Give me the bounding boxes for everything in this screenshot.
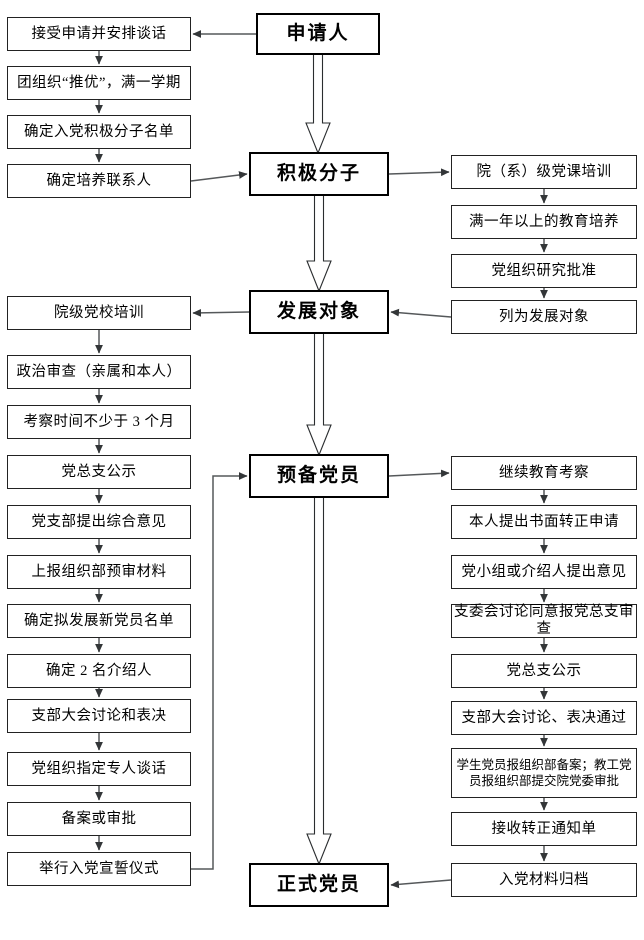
left-node-l1[interactable]: 接受申请并安排谈话 bbox=[7, 17, 191, 51]
right-node-r6-label: 本人提出书面转正申请 bbox=[469, 513, 619, 530]
right-node-r4-label: 列为发展对象 bbox=[499, 308, 589, 325]
left-node-l11-label: 确定拟发展新党员名单 bbox=[24, 612, 174, 629]
right-node-r8-label: 支委会讨论同意报党总支审查 bbox=[454, 604, 634, 637]
left-node-l6[interactable]: 政治审查（亲属和本人） bbox=[7, 355, 191, 389]
left-node-l5[interactable]: 院级党校培训 bbox=[7, 296, 191, 330]
left-node-l14[interactable]: 党组织指定专人谈话 bbox=[7, 752, 191, 786]
connector-e-activist-r1 bbox=[388, 168, 450, 177]
right-node-r5[interactable]: 继续教育考察 bbox=[451, 456, 637, 490]
spine-node-development[interactable]: 发展对象 bbox=[249, 290, 389, 334]
right-node-r2-label: 满一年以上的教育培养 bbox=[469, 213, 619, 230]
right-node-r12[interactable]: 接收转正通知单 bbox=[451, 812, 637, 846]
spine-node-activist[interactable]: 积极分子 bbox=[249, 152, 389, 196]
left-node-l7-label: 考察时间不少于 3 个月 bbox=[23, 413, 175, 430]
left-node-l14-label: 党组织指定专人谈话 bbox=[31, 760, 167, 777]
spine-node-probationary-label: 预备党员 bbox=[276, 465, 361, 487]
connector-e-r4-development bbox=[390, 308, 452, 318]
right-node-r4[interactable]: 列为发展对象 bbox=[451, 300, 637, 334]
left-node-l15-label: 备案或审批 bbox=[61, 810, 137, 827]
right-node-r10[interactable]: 支部大会讨论、表决通过 bbox=[451, 701, 637, 735]
right-node-r9[interactable]: 党总支公示 bbox=[451, 654, 637, 688]
left-node-l13[interactable]: 支部大会讨论和表决 bbox=[7, 699, 191, 733]
connector-e-applicant-activist bbox=[305, 55, 331, 155]
right-node-r3-label: 党组织研究批准 bbox=[491, 262, 597, 279]
left-node-l3-label: 确定入党积极分子名单 bbox=[24, 123, 174, 140]
left-node-l4[interactable]: 确定培养联系人 bbox=[7, 164, 191, 198]
spine-node-full_member[interactable]: 正式党员 bbox=[249, 863, 389, 907]
left-node-l11[interactable]: 确定拟发展新党员名单 bbox=[7, 604, 191, 638]
connector-e-development-probationary bbox=[306, 334, 332, 457]
right-node-r13[interactable]: 入党材料归档 bbox=[451, 863, 637, 897]
right-node-r11-label: 学生党员报组织部备案；教工党员报组织部提交院党委审批 bbox=[456, 758, 632, 788]
left-node-l16[interactable]: 举行入党宣誓仪式 bbox=[7, 852, 191, 886]
spine-node-development-label: 发展对象 bbox=[276, 301, 361, 323]
connector-e-development-l5 bbox=[192, 308, 250, 317]
left-node-l9-label: 党支部提出综合意见 bbox=[31, 513, 167, 530]
spine-node-applicant-label: 申请人 bbox=[286, 23, 350, 45]
left-node-l2[interactable]: 团组织“推优”，满一学期 bbox=[7, 66, 191, 100]
connector-e-probationary-r5 bbox=[388, 469, 450, 478]
right-node-r2[interactable]: 满一年以上的教育培养 bbox=[451, 205, 637, 239]
connector-e-l16-probationary bbox=[191, 472, 248, 870]
spine-node-probationary[interactable]: 预备党员 bbox=[249, 454, 389, 498]
connector-e-probationary-full_member bbox=[306, 498, 332, 866]
left-node-l12-label: 确定 2 名介绍人 bbox=[46, 662, 152, 679]
right-node-r13-label: 入党材料归档 bbox=[499, 871, 589, 888]
left-node-l13-label: 支部大会讨论和表决 bbox=[31, 707, 167, 724]
left-node-l15[interactable]: 备案或审批 bbox=[7, 802, 191, 836]
spine-node-applicant[interactable]: 申请人 bbox=[256, 13, 380, 55]
left-node-l9[interactable]: 党支部提出综合意见 bbox=[7, 505, 191, 539]
right-node-r9-label: 党总支公示 bbox=[506, 662, 582, 679]
right-node-r7[interactable]: 党小组或介绍人提出意见 bbox=[451, 555, 637, 589]
right-node-r6[interactable]: 本人提出书面转正申请 bbox=[451, 505, 637, 539]
left-node-l8[interactable]: 党总支公示 bbox=[7, 455, 191, 489]
right-node-r7-label: 党小组或介绍人提出意见 bbox=[461, 563, 627, 580]
left-node-l2-label: 团组织“推优”，满一学期 bbox=[17, 74, 181, 91]
left-node-l3[interactable]: 确定入党积极分子名单 bbox=[7, 115, 191, 149]
left-node-l5-label: 院级党校培训 bbox=[54, 304, 144, 321]
connector-e-r13-full_member bbox=[390, 879, 452, 889]
right-node-r10-label: 支部大会讨论、表决通过 bbox=[461, 709, 627, 726]
left-node-l6-label: 政治审查（亲属和本人） bbox=[16, 363, 182, 380]
right-node-r11[interactable]: 学生党员报组织部备案；教工党员报组织部提交院党委审批 bbox=[451, 748, 637, 798]
right-node-r5-label: 继续教育考察 bbox=[499, 464, 589, 481]
left-node-l8-label: 党总支公示 bbox=[61, 463, 137, 480]
left-node-l12[interactable]: 确定 2 名介绍人 bbox=[7, 654, 191, 688]
right-node-r1[interactable]: 院（系）级党课培训 bbox=[451, 155, 637, 189]
right-node-r3[interactable]: 党组织研究批准 bbox=[451, 254, 637, 288]
connector-e-activist-development bbox=[306, 196, 332, 293]
left-node-l4-label: 确定培养联系人 bbox=[46, 172, 152, 189]
spine-node-full_member-label: 正式党员 bbox=[276, 874, 361, 896]
left-node-l10-label: 上报组织部预审材料 bbox=[31, 563, 167, 580]
right-node-r1-label: 院（系）级党课培训 bbox=[476, 163, 612, 180]
left-node-l10[interactable]: 上报组织部预审材料 bbox=[7, 555, 191, 589]
right-node-r12-label: 接收转正通知单 bbox=[491, 820, 597, 837]
right-node-r8[interactable]: 支委会讨论同意报党总支审查 bbox=[451, 604, 637, 638]
spine-node-activist-label: 积极分子 bbox=[276, 163, 361, 185]
left-node-l1-label: 接受申请并安排谈话 bbox=[31, 25, 167, 42]
left-node-l16-label: 举行入党宣誓仪式 bbox=[39, 860, 159, 877]
left-node-l7[interactable]: 考察时间不少于 3 个月 bbox=[7, 405, 191, 439]
connector-e-l4-activist bbox=[190, 171, 248, 182]
